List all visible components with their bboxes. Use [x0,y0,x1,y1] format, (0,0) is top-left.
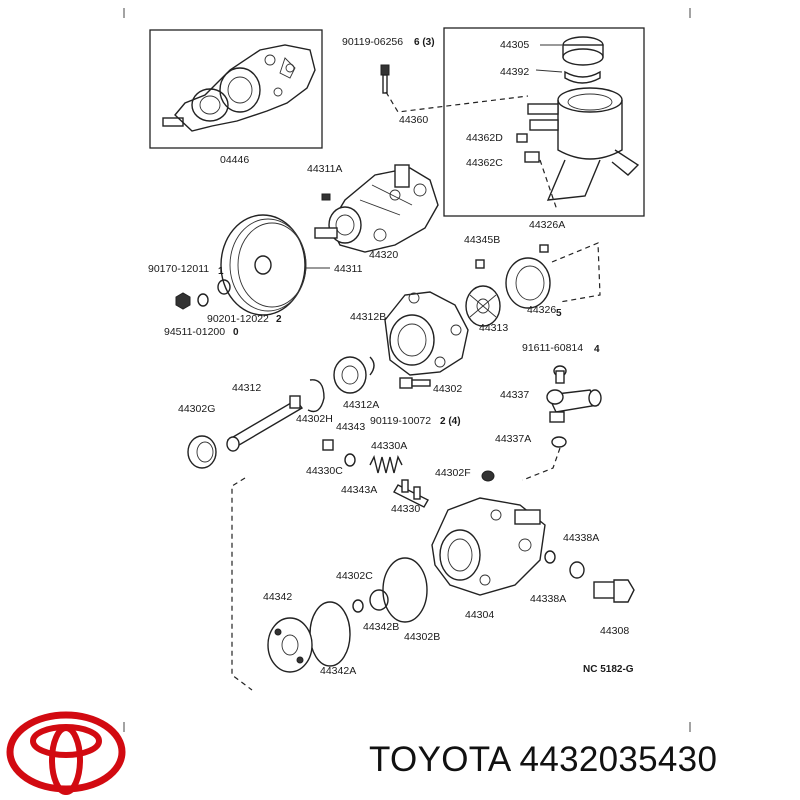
label-44345B: 44345B [464,234,500,246]
label-44342: 44342 [263,591,292,603]
label-nc-5182-g: NC 5182-G [583,664,634,675]
label-44343A: 44343A [341,484,377,496]
label-44302B: 44302B [404,631,440,643]
o-ring-44302B [382,557,428,623]
spring-44330A [369,454,403,474]
oil-seal-44302G [187,435,217,469]
bolt-90119-10072 [399,377,431,389]
brand-part-number: TOYOTA 4432035430 [369,740,718,779]
label-qty-2: 2 [276,314,282,325]
pump-assembly-44320 [314,164,439,253]
cam-ring-44326 [505,257,551,309]
label-90170-12011: 90170-12011 [148,263,209,275]
label-44312B: 44312B [350,311,386,323]
washer-90201-12022 [197,293,209,307]
label-44337A: 44337A [495,433,531,445]
frame-corner-marks [123,8,691,732]
end-plate-44342 [267,617,313,673]
o-ring-44337A [551,436,567,448]
label-91611-60814: 91611-60814 [522,342,583,354]
nut-90170-12011 [175,292,191,310]
snap-ring-44302H [307,379,325,413]
label-44330: 44330 [391,503,420,515]
label-qty-5: 5 [556,308,562,319]
label-04446: 04446 [220,154,249,166]
label-90119-10072: 90119-10072 [370,415,431,427]
valve-44330 [393,479,429,508]
key-44311A [321,193,331,201]
label-44326: 44326 [527,304,556,316]
label-44302: 44302 [433,383,462,395]
toyota-logo-icon [6,711,126,795]
gasket-kit-box [149,29,323,149]
rear-housing-44304 [431,497,546,596]
label-44330A: 44330A [371,440,407,452]
label-44312: 44312 [232,382,261,394]
label-44343: 44343 [336,421,365,433]
reservoir-box [443,27,645,217]
rotor-44313 [465,285,501,327]
label-44338A-bottom: 44338A [530,593,566,605]
union-fitting-44337 [546,389,602,423]
bushing-44342B [369,589,389,611]
label-44302G: 44302G [178,403,215,415]
label-44311: 44311 [334,263,363,275]
label-44320: 44320 [369,249,398,261]
shaft-44312 [226,395,304,452]
bearing-44312A [333,356,367,394]
pulley-44311 [220,214,330,316]
label-44304: 44304 [465,609,494,621]
o-ring-44342A [309,601,351,667]
label-44337: 44337 [500,389,529,401]
bolt-90119-06256 [380,64,390,94]
label-44302F: 44302F [435,467,471,479]
label-44326A: 44326A [529,219,565,231]
label-90201-12022: 90201-12022 [207,313,269,325]
label-44330C: 44330C [306,465,343,477]
label-qty-1: 1 [218,266,224,277]
label-44362C: 44362C [466,157,503,169]
pin-44345B [475,259,485,269]
label-44342B: 44342B [363,621,399,633]
label-90119-06256: 90119-06256 [342,36,403,48]
o-ring-44338A-b [569,561,585,579]
label-44362D: 44362D [466,132,503,144]
label-44313: 44313 [479,322,508,334]
label-44360: 44360 [399,114,428,126]
o-ring-44343A [344,453,356,467]
label-44308: 44308 [600,625,629,637]
label-qty-4: 4 [594,344,600,355]
snap-ring-44312B [369,356,375,376]
union-91611-60814 [553,365,567,384]
label-44338A-top: 44338A [563,532,599,544]
plug-44308 [593,579,635,603]
label-qty-6-3: 6 (3) [414,37,435,48]
label-qty-2-4: 2 (4) [440,416,461,427]
label-44302C: 44302C [336,570,373,582]
plug-44330C [322,439,334,451]
label-44342A: 44342A [320,665,356,677]
label-44302H: 44302H [296,413,333,425]
o-ring-44338A-a [544,550,556,564]
label-44305: 44305 [500,39,529,51]
plug-44302F [481,470,495,482]
label-94511-01200: 94511-01200 [164,326,225,338]
label-qty-0: 0 [233,327,239,338]
label-44312A: 44312A [343,399,379,411]
label-44311A: 44311A [307,163,342,175]
front-housing-44302 [384,291,469,376]
label-44392: 44392 [500,66,529,78]
o-ring-44302C [352,599,364,613]
